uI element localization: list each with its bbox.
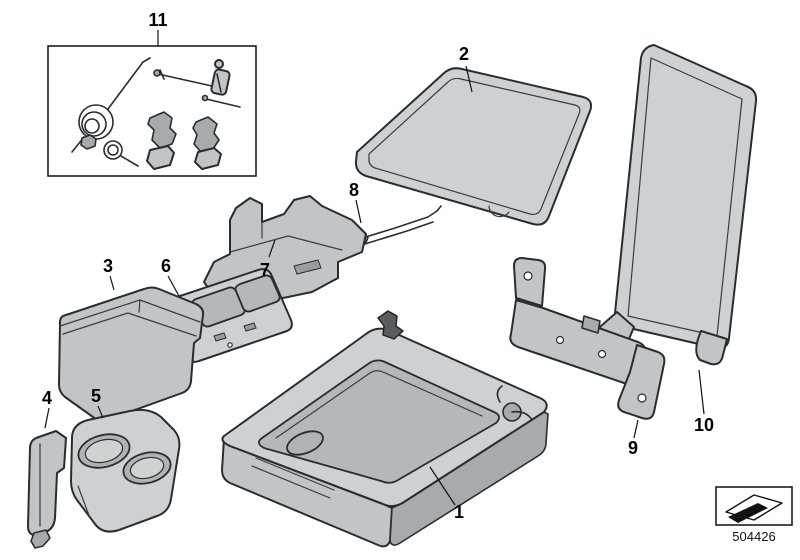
part-4-cupholder-frame	[27, 430, 67, 549]
direction-stamp-icon-fill	[728, 503, 768, 523]
callout-7-leader	[268, 239, 276, 258]
callout-3-leader	[109, 275, 115, 291]
callout-9-label[interactable]: 9	[628, 438, 638, 458]
clip-c	[146, 145, 175, 170]
part-11-hardware-kit	[47, 45, 257, 177]
callout-2[interactable]: 2	[459, 44, 473, 93]
callout-5[interactable]: 5	[91, 386, 104, 419]
latch-hook	[377, 310, 404, 340]
callout-2-leader	[465, 65, 473, 93]
callout-10[interactable]: 10	[694, 369, 714, 435]
callout-3[interactable]: 3	[103, 256, 115, 291]
callout-1[interactable]: 1	[429, 466, 464, 522]
callout-10-label[interactable]: 10	[694, 415, 714, 435]
callout-3-label[interactable]: 3	[103, 256, 113, 276]
callout-4[interactable]: 4	[42, 388, 52, 429]
part-2-armrest-lid	[354, 67, 593, 226]
callout-4-leader	[44, 407, 50, 429]
diagram-part-number: 504426	[732, 529, 775, 544]
diagram-stamp	[715, 486, 793, 526]
clip-a	[147, 111, 177, 149]
clip-b	[192, 116, 220, 153]
callout-10-leader	[698, 369, 705, 415]
callout-5-leader	[97, 405, 104, 419]
part-3-armrest-pad	[58, 286, 205, 422]
callout-1-label[interactable]: 1	[454, 502, 464, 522]
callout-6-label[interactable]: 6	[161, 256, 171, 276]
callout-11[interactable]: 11	[148, 10, 168, 46]
part-1-armrest-body	[221, 310, 549, 548]
long-screw	[153, 69, 213, 87]
callout-1-leader	[429, 466, 456, 506]
callout-8-leader	[355, 199, 362, 224]
callout-9-leader	[633, 419, 639, 439]
callout-5-label[interactable]: 5	[91, 386, 101, 406]
callout-6-leader	[167, 275, 180, 297]
callout-9[interactable]: 9	[628, 419, 639, 458]
hex-nut	[80, 134, 97, 150]
pin	[201, 94, 241, 108]
spring-small	[103, 140, 139, 167]
part-5-cupholder-insert	[70, 408, 181, 533]
callout-4-label[interactable]: 4	[42, 388, 52, 408]
callout-8-label[interactable]: 8	[349, 180, 359, 200]
callout-7-label[interactable]: 7	[260, 260, 270, 280]
part-9-hinge-bracket	[509, 257, 666, 420]
callout-8[interactable]: 8	[349, 180, 362, 224]
callout-11-label[interactable]: 11	[148, 10, 167, 30]
part-10-seatback-panel	[596, 44, 758, 366]
lock-barrel	[210, 59, 231, 96]
callout-7[interactable]: 7	[260, 239, 276, 280]
callout-6[interactable]: 6	[161, 256, 180, 297]
callout-2-label[interactable]: 2	[459, 44, 469, 64]
clip-d	[194, 147, 222, 170]
